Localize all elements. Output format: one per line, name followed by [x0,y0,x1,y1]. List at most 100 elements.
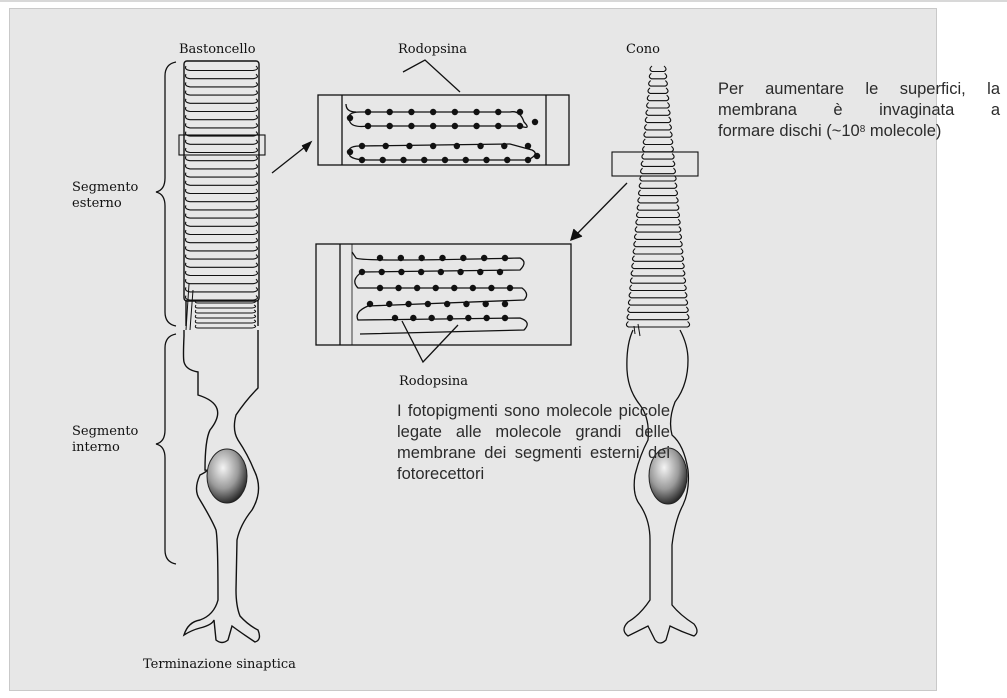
cone-disc [637,205,679,211]
rod-disc [186,205,258,210]
rod-disc [186,82,258,87]
rhodopsin-dot [465,315,471,321]
synaptic-terminal-label: Terminazione sinaptica [143,657,296,673]
rhodopsin-dot [410,315,416,321]
rod-disc [186,230,258,235]
cone-disc [642,154,674,160]
rod-disc [186,263,258,268]
cone-disc [647,95,668,101]
rhodopsin-dot [359,269,365,275]
rhodopsin-dot [359,157,365,163]
rhodopsin-dot [377,285,383,291]
photopigment-note-line4: fotorecettori [397,464,670,485]
rhodopsin-dot [504,157,510,163]
membrane-note-line3: formare dischi (~108 molecole) [718,121,1000,142]
rod-disc [186,74,258,79]
rhodopsin-dot [477,143,483,149]
cone-disc [628,307,688,313]
cone-disc [646,110,670,116]
cone-disc [631,270,685,276]
rod-nucleus [207,449,247,503]
photopigment-note-line1: I fotopigmenti sono molecole piccole [397,401,670,422]
rhodopsin-dot [525,143,531,149]
rhodopsin-dot [383,143,389,149]
rod-disc [186,296,258,301]
rhodopsin-dot [439,255,445,261]
rhodopsin-dot [452,109,458,115]
rhodopsin-dot [495,109,501,115]
rod-disc [186,91,258,96]
rhodopsin-dot [367,301,373,307]
rhodopsin-dot [477,269,483,275]
top-rhodopsin-dots [347,109,540,163]
rhodopsin-dot [380,157,386,163]
cone-disc [632,263,684,269]
rhodopsin-dot [463,157,469,163]
rhodopsin-dot [532,119,538,125]
inner-segment-label-line1: Segmento [72,424,138,440]
rod-outer-segment-outline [184,61,259,301]
rod-disc [186,222,258,227]
rhodopsin-dot [430,143,436,149]
rhodopsin-dot [405,301,411,307]
cone-disc [641,161,675,167]
cone-disc [649,73,666,79]
cone-disc [648,88,668,94]
rhodopsin-dot [497,269,503,275]
rod-disc [186,107,258,112]
segment-braces [156,62,176,564]
rod-disc [186,164,258,169]
rhodopsin-dot [387,123,393,129]
rhodopsin-dot [501,143,507,149]
rhodopsin-dot [400,157,406,163]
rhodopsin-dot [408,123,414,129]
photopigment-note: I fotopigmenti sono molecole piccole leg… [397,401,670,485]
cone-disc [639,183,677,189]
photopigment-note-line2: legate alle molecole grandi delle [397,422,670,443]
rhodopsin-box-top [318,95,569,165]
membrane-note-line2: membrana è invaginata a [718,100,1000,121]
cone-cell [612,66,698,643]
rhodopsin-dot [392,315,398,321]
rhodopsin-dot [483,301,489,307]
rod-discs [186,66,258,300]
rod-disc [186,189,258,194]
rhodopsin-top-pointer [403,60,460,92]
outer-segment-label-line2: esterno [72,196,138,212]
rod-disc-lower [195,315,255,318]
rhodopsin-dot [473,109,479,115]
membrane-note-suffix: molecole) [865,122,941,140]
rhodopsin-dot [473,123,479,129]
membrane-note: Per aumentare le superfici, la membrana … [718,79,1000,142]
rhodopsin-dot [470,285,476,291]
cone-disc [628,300,687,306]
rod-disc [186,197,258,202]
rod-disc-lower [195,305,255,308]
rhodopsin-dot [406,143,412,149]
rod-disc [186,246,258,251]
cone-disc [630,278,685,284]
rod-disc-lower [195,310,255,313]
bottom-membrane-folds [352,252,527,334]
cone-disc [647,103,670,109]
cone-disc [629,292,687,298]
rod-disc [186,148,258,153]
rod-disc [186,287,258,292]
rhodopsin-top-label: Rodopsina [398,42,467,58]
rhodopsin-dot [398,255,404,261]
rhodopsin-dot [365,109,371,115]
cone-disc [650,66,666,72]
top-membrane-folds [349,112,535,160]
cone-disc [635,234,682,240]
membrane-note-exponent: 8 [860,124,866,135]
cone-disc [643,139,672,145]
rhodopsin-dot [534,153,540,159]
rhodopsin-dot [430,123,436,129]
rod-disc [186,238,258,243]
bottom-rhodopsin-dots [359,255,513,321]
photopigment-note-line3: membrane dei segmenti esterni dei [397,443,670,464]
rhodopsin-dot [359,143,365,149]
rhodopsin-dot [442,157,448,163]
cone-disc [636,219,680,225]
rod-disc [186,99,258,104]
